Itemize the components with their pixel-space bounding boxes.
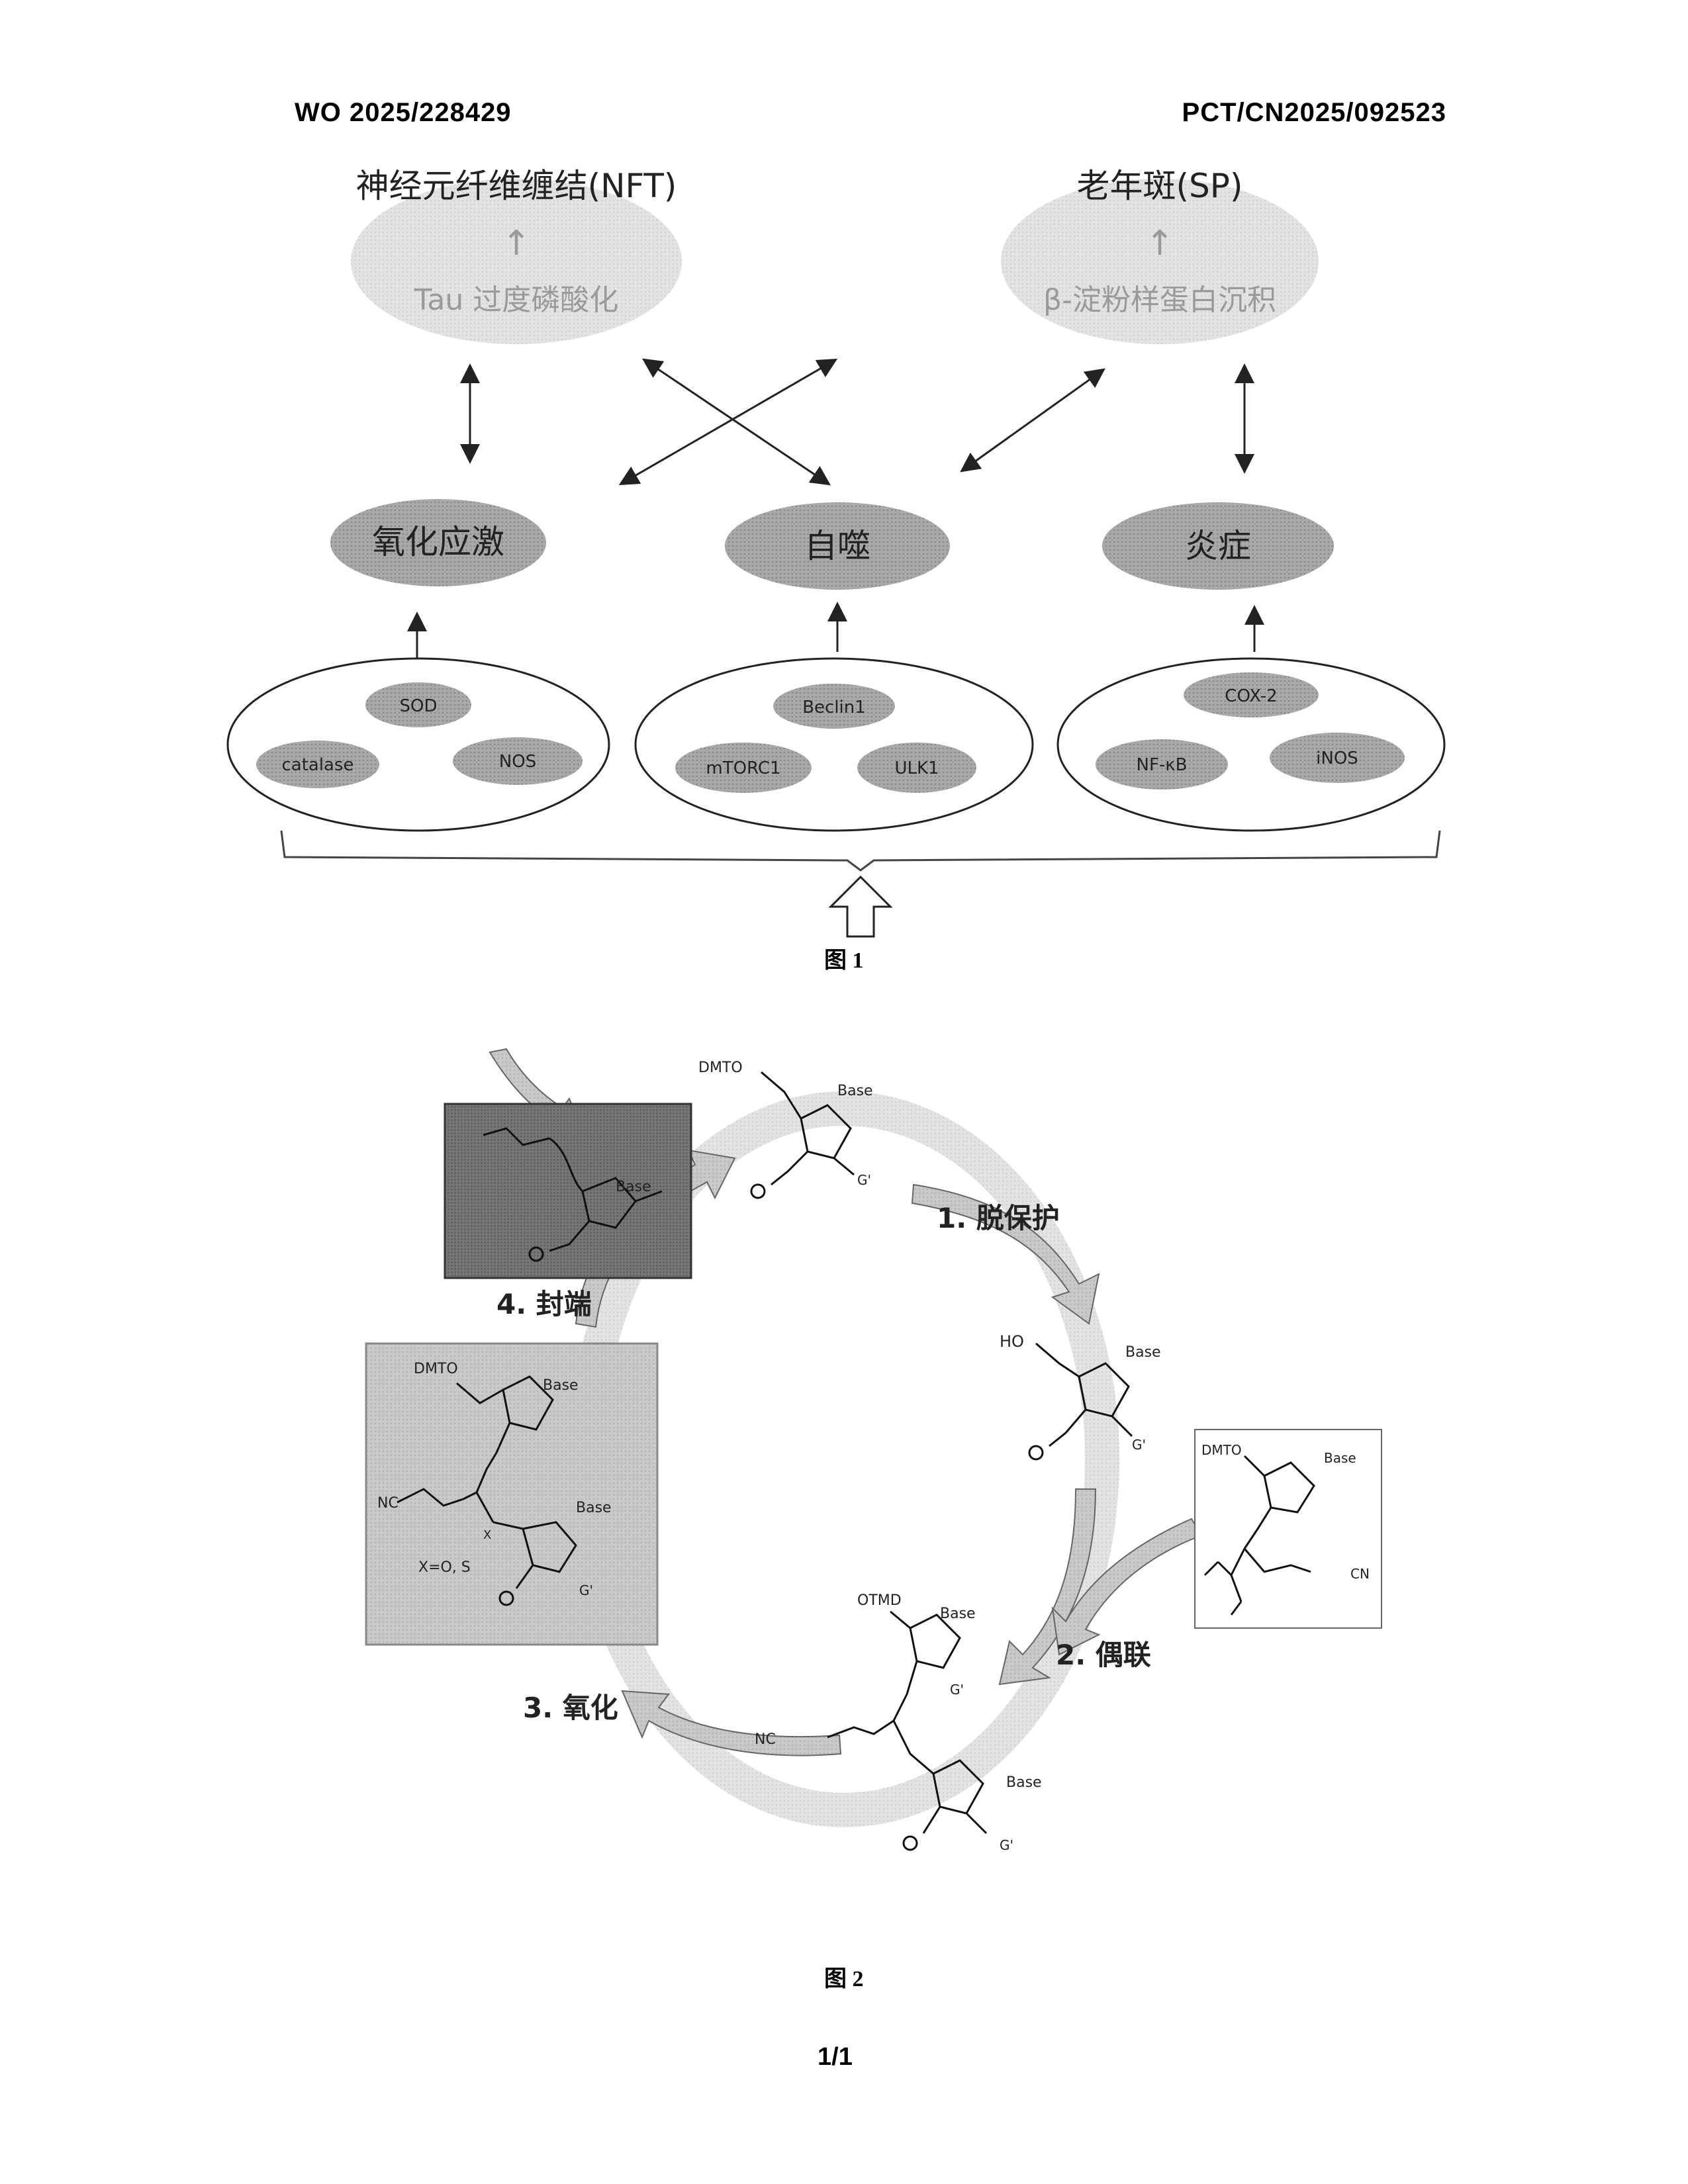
page-number: 1/1 [818, 2043, 853, 2071]
catalase-label: catalase [281, 755, 353, 775]
figure-1: 神经元纤维缠结(NFT) ↑ Tau 过度磷酸化 老年斑(SP) ↑ β-淀粉样… [228, 167, 1444, 936]
beclin1-label: Beclin1 [802, 698, 866, 717]
reagent-dmto-label: DMTO [1201, 1442, 1242, 1458]
inflammation-group: COX-2 NF-κB iNOS [1058, 659, 1444, 831]
figure-1-caption: 图 1 [824, 942, 864, 974]
autophagy-label: 自噬 [804, 527, 870, 565]
coupled-g-label: G' [950, 1682, 964, 1698]
x-equals-label: X=O, S [418, 1559, 471, 1576]
coupled-g2-label: G' [1000, 1837, 1013, 1853]
ulk1-label: ULK1 [894, 758, 939, 778]
nft-arrow: ↑ [502, 224, 531, 263]
inos-label: iNOS [1316, 749, 1358, 768]
deprotected-ho-label: HO [1000, 1332, 1024, 1351]
step-3-label: 3. 氧化 [523, 1692, 618, 1724]
oxidized-g-label: G' [579, 1582, 593, 1598]
start-dmto-label: DMTO [698, 1060, 743, 1076]
oxidized-product-box: DMTO Base NC Base X X=O, S G' [366, 1343, 657, 1645]
inflammation-label: 炎症 [1185, 527, 1251, 565]
nfkb-label: NF-κB [1137, 755, 1188, 775]
figure-2: Base DMTO Base NC Base X X=O, S [366, 1049, 1382, 1853]
step-1-label: 1. 脱保护 [937, 1202, 1060, 1234]
deprotected-g-label: G' [1132, 1437, 1146, 1453]
oxidized-basen-label: Base [576, 1500, 612, 1516]
nos-label: NOS [499, 752, 536, 772]
phosphoramidite-box: DMTO Base CN [1195, 1430, 1382, 1628]
coupled-base-label: Base [940, 1606, 976, 1622]
coupled-nc-label: NC [755, 1731, 776, 1748]
start-g-label: G' [857, 1172, 871, 1188]
abeta-text: β-淀粉样蛋白沉积 [1043, 283, 1276, 317]
step-2-label: 2. 偶联 [1056, 1639, 1151, 1671]
oxidized-x-label: X [483, 1528, 491, 1542]
hollow-up-arrow [831, 877, 890, 936]
figure-2-caption: 图 2 [824, 1960, 864, 1993]
capped-product-box: Base [445, 1104, 691, 1278]
coupled-otmd-label: OTMD [857, 1592, 902, 1609]
oxidative-stress-label: 氧化应激 [372, 523, 504, 561]
mtorc1-label: mTORC1 [706, 758, 780, 778]
fig1-bracket [281, 831, 1440, 870]
reagent-cn-label: CN [1350, 1566, 1370, 1582]
coupled-base-n1-label: Base [1006, 1774, 1042, 1791]
deprotected-base-label: Base [1125, 1344, 1161, 1361]
oxidative-group: SOD catalase NOS [228, 659, 609, 831]
oxidized-dmto-label: DMTO [414, 1361, 458, 1377]
oxidized-base-label: Base [543, 1377, 579, 1394]
sp-title: 老年斑(SP) [1077, 167, 1243, 205]
autophagy-group: Beclin1 mTORC1 ULK1 [635, 659, 1033, 831]
oxidized-nc-label: NC [377, 1495, 399, 1512]
start-base-label: Base [837, 1083, 873, 1099]
capped-base-label: Base [616, 1179, 651, 1195]
reagent-base-label: Base [1324, 1450, 1356, 1466]
sod-label: SOD [400, 696, 438, 716]
fig1-connectors [470, 361, 1244, 483]
nft-title: 神经元纤维缠结(NFT) [356, 167, 677, 205]
tau-text: Tau 过度磷酸化 [414, 283, 618, 317]
cox2-label: COX-2 [1225, 686, 1277, 706]
step-4-label: 4. 封端 [496, 1288, 592, 1320]
sp-arrow: ↑ [1145, 224, 1174, 263]
